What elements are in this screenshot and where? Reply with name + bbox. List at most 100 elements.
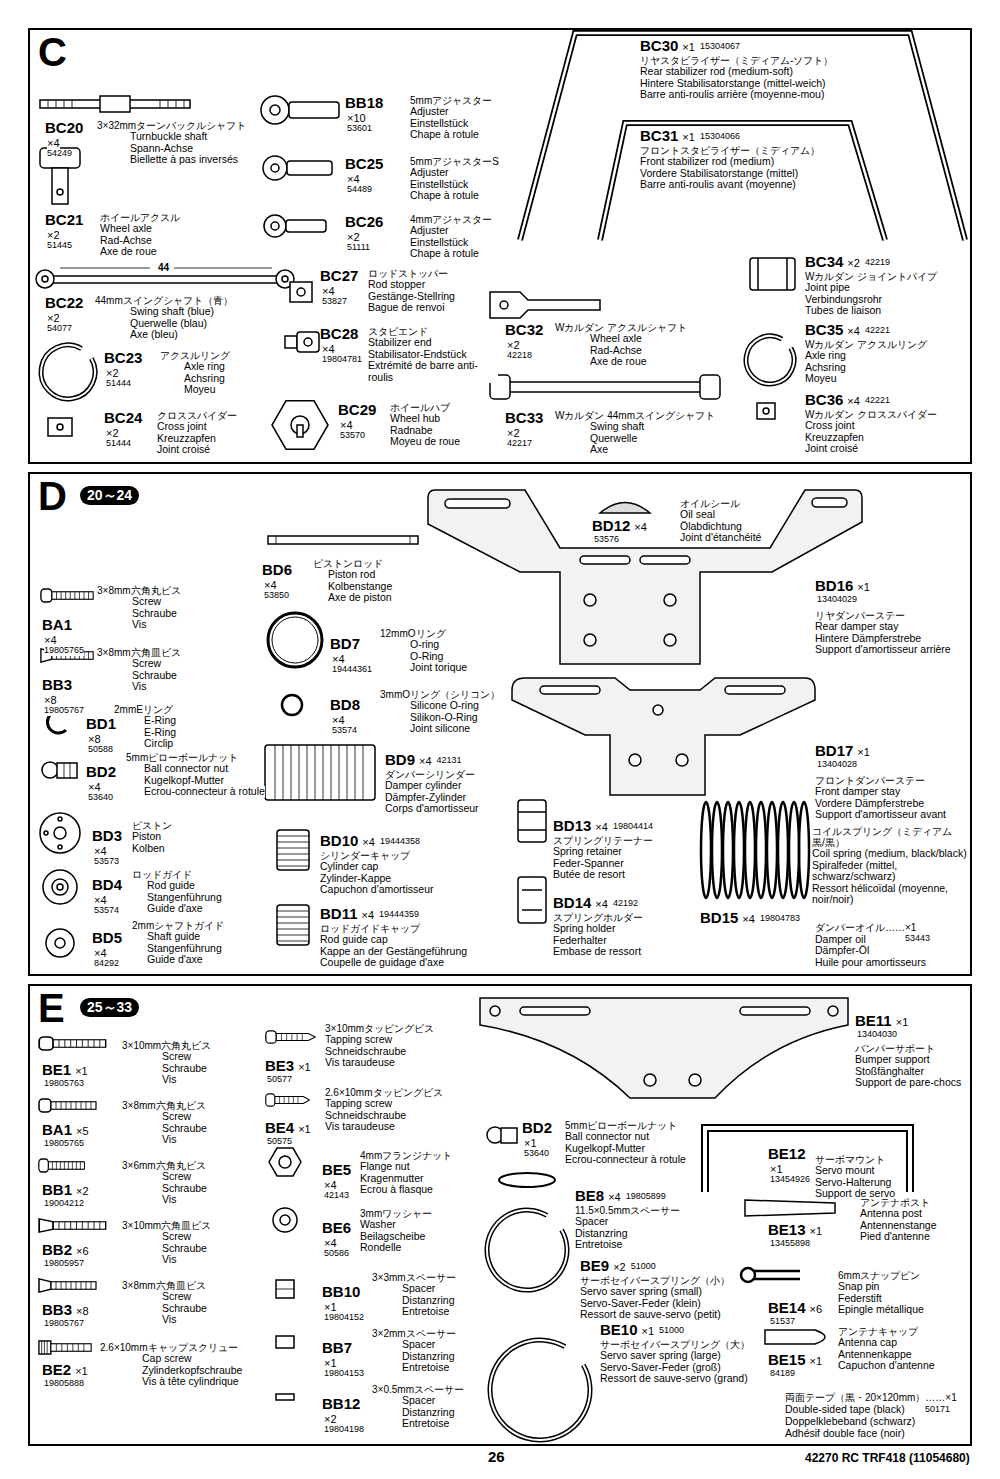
quantity: ×5 bbox=[76, 1125, 89, 1137]
damper-cylinder bbox=[265, 745, 375, 800]
part-number: 53443 bbox=[905, 934, 930, 944]
part-name: Rod guide cap bbox=[320, 934, 388, 946]
part-name-ja: 3×10mm六角丸ビス bbox=[122, 1040, 211, 1051]
part-name: Schraube bbox=[162, 1183, 207, 1195]
shaft-guide bbox=[46, 929, 74, 957]
part-name: Axe de piston bbox=[328, 592, 392, 604]
part-name: Entretoise bbox=[402, 1362, 449, 1374]
part-name-ja: ロッドガイド bbox=[132, 869, 192, 880]
piston bbox=[44, 831, 48, 835]
part-name: Axe bbox=[590, 444, 608, 456]
page-number: 26 bbox=[488, 1449, 505, 1466]
quantity: ×4 bbox=[742, 913, 755, 925]
quantity: ×2 bbox=[847, 257, 860, 269]
quantity: ×1 bbox=[810, 1225, 823, 1237]
rod-guide bbox=[57, 884, 63, 890]
part-name-ja: 12mmOリング bbox=[380, 628, 446, 639]
swing-shaft bbox=[50, 276, 280, 283]
rod-guide bbox=[43, 870, 77, 904]
part-name-ja: 3×2mmスペーサー bbox=[372, 1328, 456, 1339]
part-code: BE9 bbox=[580, 1258, 609, 1275]
part-name: Servo-Saver-Feder (klein) bbox=[580, 1298, 701, 1310]
part-name: Dämpfer-Öl bbox=[815, 945, 869, 957]
quantity: ×6 bbox=[810, 1303, 823, 1315]
part-name: Turnbuckle shaft bbox=[130, 131, 207, 143]
spacer bbox=[276, 1280, 294, 1400]
part-number: 19805899 bbox=[626, 1192, 666, 1202]
part-number: 19805767 bbox=[44, 1319, 84, 1329]
part-name: Rear stabilizer rod (medium-soft) bbox=[640, 66, 793, 78]
part-code: BC27 bbox=[320, 268, 358, 285]
quantity: ×1 bbox=[810, 1355, 823, 1367]
part-name: Coil spring (medium, black/black) bbox=[812, 848, 967, 860]
part-name: Einstellstück bbox=[410, 118, 468, 130]
o-ring bbox=[268, 613, 322, 715]
part-number: 19804198 bbox=[324, 1425, 364, 1435]
part-name: Hintere Dämpferstrebe bbox=[815, 633, 921, 645]
part-name: Stangenführung bbox=[147, 892, 222, 904]
part-number: 53573 bbox=[94, 857, 119, 867]
part-code: BD7 bbox=[330, 636, 360, 653]
adjuster bbox=[289, 102, 339, 118]
part-code: BC20 bbox=[45, 120, 83, 137]
part-name-ja: スプリングリテーナー bbox=[553, 835, 653, 846]
part-code: BD6 bbox=[262, 562, 292, 579]
part-number: 19804781 bbox=[322, 355, 362, 365]
part-name-ja: 2mmEリング bbox=[114, 704, 173, 715]
part-name: Bumper support bbox=[855, 1054, 930, 1066]
quantity: ×2 bbox=[47, 229, 60, 241]
part-name: Flange nut bbox=[360, 1161, 410, 1173]
part-name: Querwelle (blau) bbox=[130, 318, 207, 330]
quantity: ×2 bbox=[347, 231, 360, 243]
part-name: Achsring bbox=[805, 362, 846, 374]
part-number: 13454926 bbox=[770, 1175, 810, 1185]
part-name: Doppelklebeband (schwarz) bbox=[785, 1416, 915, 1428]
part-number: 15304066 bbox=[700, 132, 740, 142]
stabilizer-rod bbox=[600, 123, 885, 240]
part-code: BE13 bbox=[768, 1222, 806, 1239]
part-name-ja: Wカルダン アクスルシャフト bbox=[555, 322, 687, 333]
quantity: ×4 bbox=[362, 836, 375, 848]
wheel-axle bbox=[52, 168, 68, 204]
damper-stay bbox=[664, 634, 676, 646]
part-name-ja: 3×8mm六角丸ビス bbox=[97, 585, 181, 596]
part-name-ja: ロッドガイドキャップ bbox=[320, 923, 420, 934]
part-number: 84189 bbox=[770, 1369, 795, 1379]
part-code: BC29 bbox=[338, 402, 376, 419]
coil-spring bbox=[701, 802, 809, 898]
quantity: ×8 bbox=[88, 733, 101, 745]
part-name-ja: 3×6mm六角丸ビス bbox=[122, 1160, 206, 1171]
quantity: ×1 bbox=[524, 1137, 537, 1149]
part-number: 19804414 bbox=[613, 822, 653, 832]
part-name: Screw bbox=[162, 1231, 191, 1243]
quantity: ×4 bbox=[324, 1237, 337, 1249]
part-number: 53640 bbox=[88, 793, 113, 803]
part-code: BB7 bbox=[322, 1340, 352, 1357]
spring-retainer bbox=[518, 877, 546, 923]
part-name: Stabilisator-Endstück bbox=[368, 349, 467, 361]
rod-stopper bbox=[290, 282, 312, 302]
part-code: BE12 bbox=[768, 1146, 806, 1163]
part-name-ja: バンパーサポート bbox=[855, 1043, 935, 1054]
screw bbox=[39, 1279, 96, 1292]
part-code: BC31 bbox=[640, 128, 678, 145]
part-number: 53574 bbox=[332, 726, 357, 736]
quantity: ×4 bbox=[264, 579, 277, 591]
part-code: BC23 bbox=[104, 350, 142, 367]
damper-stay bbox=[640, 556, 690, 564]
part-name: Schraube bbox=[132, 608, 177, 620]
part-name: Ball connector nut bbox=[565, 1131, 649, 1143]
quantity: ×4 bbox=[332, 653, 345, 665]
stabilizer-end bbox=[285, 332, 319, 352]
cardan-swing-shaft bbox=[700, 375, 720, 399]
part-number: 19805888 bbox=[44, 1379, 84, 1389]
o-ring bbox=[272, 617, 318, 663]
part-name: O-Ring bbox=[410, 651, 443, 663]
ball-nut bbox=[42, 762, 77, 778]
part-number: 53576 bbox=[594, 535, 619, 545]
part-name: Guide d'axe bbox=[147, 903, 203, 915]
part-name-ja: 3mmワッシャー bbox=[360, 1208, 432, 1219]
part-name: Ecrou-connecteur à rotule bbox=[565, 1154, 686, 1166]
screw bbox=[39, 1219, 106, 1232]
part-name-ja: ロッドストッパー bbox=[368, 268, 448, 279]
